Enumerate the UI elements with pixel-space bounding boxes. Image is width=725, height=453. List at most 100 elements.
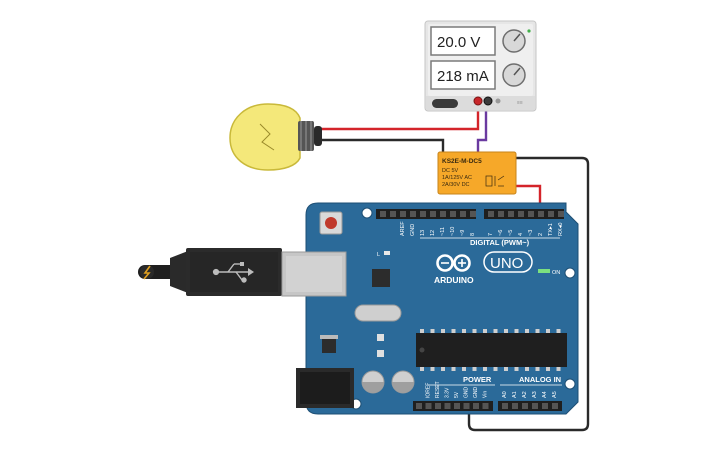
arduino-logo-icon xyxy=(436,254,471,272)
capacitor xyxy=(361,370,385,394)
positive-terminal[interactable] xyxy=(473,96,483,106)
pin-label: 2 xyxy=(538,233,544,236)
pin-socket[interactable] xyxy=(538,211,544,217)
pin-socket[interactable] xyxy=(473,403,479,409)
pin-label: 12 xyxy=(430,230,436,236)
pin-label: ~6 xyxy=(498,230,504,236)
light-bulb[interactable] xyxy=(229,103,322,171)
voltage-readout: 20.0 V xyxy=(437,34,480,51)
analog-pin-label: A0 xyxy=(502,391,508,398)
pin-label: ~11 xyxy=(440,227,446,236)
power-supply[interactable]: 20.0 V 218 mA ≡≡ xyxy=(424,20,537,112)
capacitor xyxy=(391,370,415,394)
led-l xyxy=(384,251,390,255)
power-pin-header[interactable] xyxy=(413,401,493,411)
pin-socket[interactable] xyxy=(380,211,386,217)
relay-schematic-icon xyxy=(485,175,505,187)
power-pin-label: GND xyxy=(473,387,479,399)
pin-socket[interactable] xyxy=(498,211,504,217)
pin-socket[interactable] xyxy=(410,211,416,217)
relay-spec-line: 2A/30V DC xyxy=(442,182,470,188)
pin-socket[interactable] xyxy=(488,211,494,217)
pin-socket[interactable] xyxy=(470,211,476,217)
power-pin-label: IOREF xyxy=(426,383,432,398)
pin-label: GND xyxy=(410,224,416,236)
pin-socket[interactable] xyxy=(416,403,422,409)
pin-socket[interactable] xyxy=(552,403,558,409)
crystal-oscillator xyxy=(354,304,402,322)
power-pin-label: Vin xyxy=(483,391,489,398)
usb-symbol-icon xyxy=(212,262,254,283)
pin-socket[interactable] xyxy=(425,403,432,409)
pin-label: ~5 xyxy=(508,230,514,236)
digital-pin-header[interactable] xyxy=(376,209,564,219)
pin-label: ~9 xyxy=(460,230,466,236)
pin-socket[interactable] xyxy=(440,211,446,217)
pin-socket[interactable] xyxy=(454,403,460,409)
pin-label: 7 xyxy=(488,233,494,236)
usb-controller-chip xyxy=(372,269,390,287)
svg-text:≡≡: ≡≡ xyxy=(517,100,523,106)
pin-socket[interactable] xyxy=(420,211,426,217)
power-pin-label: 3.3V xyxy=(445,387,451,398)
pin-socket[interactable] xyxy=(532,403,538,409)
mounting-hole xyxy=(564,267,576,279)
usb-plug-icon xyxy=(140,265,154,279)
analog-pin-label: A2 xyxy=(522,391,528,398)
pin-socket[interactable] xyxy=(522,403,528,409)
voltage-display xyxy=(430,26,496,56)
pin-socket[interactable] xyxy=(390,211,396,217)
mounting-hole xyxy=(361,207,373,219)
dc-power-jack[interactable] xyxy=(296,368,354,408)
current-readout: 218 mA xyxy=(437,68,489,85)
pin-socket[interactable] xyxy=(400,211,406,217)
power-pin-label: 5V xyxy=(454,391,460,398)
wire-black-relay-gnd[interactable] xyxy=(467,156,590,432)
pin-socket[interactable] xyxy=(542,403,548,409)
relay-module[interactable]: KS2E-M-DC5 DC 5V 1A/125V AC 2A/30V DC xyxy=(437,151,517,195)
pin-socket[interactable] xyxy=(518,211,524,217)
power-switch[interactable] xyxy=(432,99,458,108)
pin-socket[interactable] xyxy=(444,403,451,409)
analog-pin-label: A4 xyxy=(542,391,548,398)
mounting-hole xyxy=(564,378,576,390)
power-pin-label: RESET xyxy=(435,381,441,398)
pin-socket[interactable] xyxy=(460,211,466,217)
pin-label: 4 xyxy=(518,233,524,236)
power-pin-label: GND xyxy=(464,387,470,399)
pin-label: ~10 xyxy=(450,227,456,236)
digital-header-label: DIGITAL (PWM~) xyxy=(470,238,530,247)
pin-label: ~3 xyxy=(528,230,534,236)
ground-terminal[interactable] xyxy=(495,98,501,104)
analog-header-label: ANALOG IN xyxy=(519,375,561,384)
analog-pin-label: A1 xyxy=(512,391,518,398)
wire-purple-psu-relay[interactable] xyxy=(476,100,488,155)
analog-pin-label: A3 xyxy=(532,391,538,398)
power-led xyxy=(538,269,550,273)
pin-socket[interactable] xyxy=(450,211,456,217)
pin-socket[interactable] xyxy=(508,211,514,217)
pin-socket[interactable] xyxy=(482,403,489,409)
pin-socket[interactable] xyxy=(430,211,436,217)
wire-black-bulb-relay[interactable] xyxy=(320,138,445,155)
pin-socket[interactable] xyxy=(463,403,470,409)
pin-socket[interactable] xyxy=(558,211,564,217)
pin-socket[interactable] xyxy=(512,403,518,409)
relay-part-name: KS2E-M-DC5 xyxy=(442,158,482,165)
reset-button[interactable] xyxy=(319,211,343,235)
pin-socket[interactable] xyxy=(528,211,534,217)
relay-spec-line: DC 5V xyxy=(442,168,459,174)
pin-socket[interactable] xyxy=(502,403,508,409)
pin-label: TX▸1 xyxy=(548,223,554,236)
pin-label: AREF xyxy=(400,221,406,236)
pin-socket[interactable] xyxy=(435,403,441,409)
relay-spec-line: 1A/125V AC xyxy=(442,175,472,181)
usb-cable[interactable] xyxy=(138,248,347,297)
analog-pin-header[interactable] xyxy=(498,401,562,411)
arduino-brand: ARDUINO xyxy=(434,275,474,285)
pin-socket[interactable] xyxy=(548,211,554,217)
negative-terminal[interactable] xyxy=(483,96,493,106)
atmega-microcontroller xyxy=(416,329,567,371)
